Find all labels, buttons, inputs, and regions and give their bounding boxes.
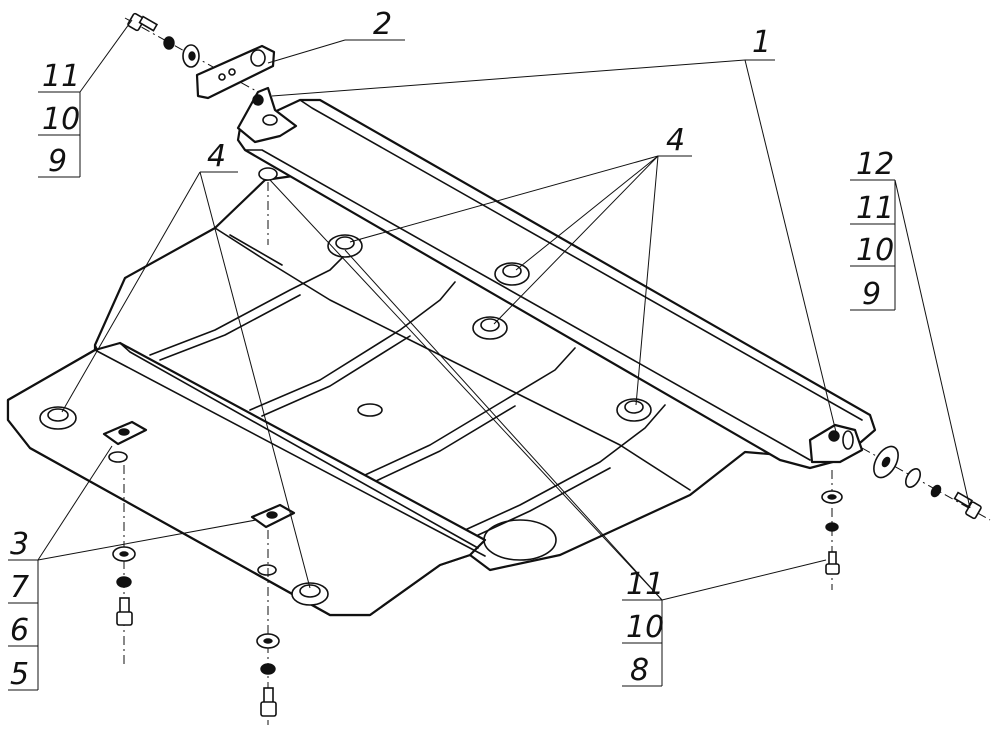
washer-icon — [821, 490, 843, 504]
callout-stack-top-left-3: 9 — [48, 144, 67, 179]
washer-icon — [182, 44, 200, 68]
callouts: 2 1 4 4 11 10 9 12 11 10 9 3 7 6 5 11 10… — [10, 7, 894, 692]
callout-stack-bottom-left-2: 7 — [10, 570, 29, 605]
spring-washer-icon — [825, 522, 839, 532]
weld-nut — [472, 316, 508, 340]
spring-washer-icon — [260, 663, 276, 675]
rear-cross-member — [236, 86, 877, 470]
spring-washer-icon — [163, 36, 175, 50]
callout-part-2: 2 — [373, 7, 392, 42]
callout-stack-bottom-left-3: 6 — [10, 613, 29, 648]
bolt-icon — [953, 491, 982, 520]
clamp-plate — [195, 44, 276, 100]
hardware-top-left — [127, 12, 276, 100]
bolt-icon — [127, 12, 159, 32]
callout-stack-bottom-right-3: 8 — [630, 653, 649, 688]
hardware-front-left — [112, 546, 136, 626]
callout-stack-top-left-2: 10 — [42, 102, 80, 137]
weld-nut — [39, 406, 77, 430]
hardware-right — [873, 445, 982, 520]
bolt-icon — [825, 551, 840, 575]
callout-stack-top-left-1: 11 — [42, 59, 80, 94]
weld-nut — [327, 234, 363, 258]
callout-stack-bottom-right-1: 11 — [626, 567, 664, 602]
weld-nut — [291, 582, 329, 606]
bolt-icon — [116, 597, 133, 626]
callout-stack-bottom-left-4: 5 — [10, 657, 29, 692]
weld-nut — [616, 398, 652, 422]
washer-icon — [256, 633, 280, 649]
callout-stack-right-2: 11 — [856, 191, 894, 226]
callout-stack-bottom-left-1: 3 — [10, 527, 29, 562]
washer-icon — [904, 468, 922, 488]
spring-washer-icon — [116, 576, 132, 588]
leader-lines — [8, 19, 971, 691]
hardware-right-lower — [821, 490, 843, 575]
spring-washer-icon — [930, 484, 942, 498]
front-tabs — [102, 420, 296, 576]
washer-icon — [112, 546, 136, 562]
hardware-front-centre — [256, 633, 280, 717]
weld-nut — [494, 262, 530, 286]
weld-nut — [258, 167, 278, 181]
callout-stack-bottom-right-2: 10 — [626, 610, 664, 645]
callout-part-4-left: 4 — [207, 139, 226, 174]
washer-icon — [873, 445, 899, 479]
callout-stack-right-1: 12 — [856, 147, 894, 182]
callout-stack-right-3: 10 — [856, 233, 894, 268]
weld-nuts — [39, 167, 652, 606]
callout-stack-right-4: 9 — [862, 277, 881, 312]
bolt-icon — [260, 687, 277, 717]
callout-part-4-right: 4 — [666, 123, 685, 158]
callout-part-1: 1 — [752, 25, 771, 60]
front-strip — [6, 341, 487, 617]
